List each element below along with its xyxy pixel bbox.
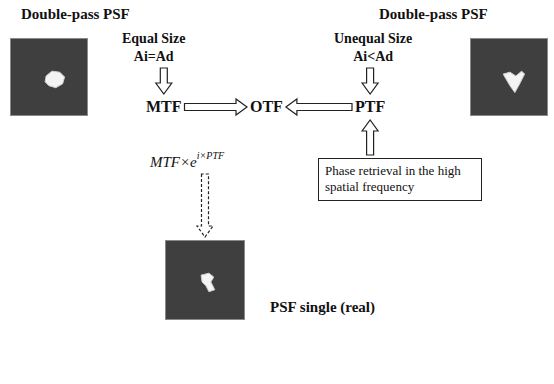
function-label: OTF (250, 97, 283, 117)
psf-spot (166, 241, 244, 319)
box-text: Phase retrieval in the high spatial freq… (325, 163, 475, 196)
block-arrow (185, 99, 248, 115)
psf-image: Double-pass PSF (10, 38, 88, 116)
function-label: PTF (355, 97, 385, 117)
heading: Double-pass PSF (379, 6, 488, 23)
condition-label: Equal SizeAi=Ad (122, 30, 185, 65)
block-arrow (362, 68, 378, 94)
heading: PSF single (real) (270, 299, 375, 316)
psf-image: Double-pass PSF (470, 38, 548, 116)
block-arrow (286, 99, 352, 115)
label-text: Ai<Ad (334, 48, 412, 66)
label-text: MTF (146, 97, 182, 117)
psf-image: PSF single (real) (165, 240, 245, 320)
block-arrow (197, 174, 213, 237)
label-text: Unequal Size (334, 30, 412, 48)
process-box: Phase retrieval in the high spatial freq… (318, 158, 482, 201)
block-arrow (156, 68, 172, 94)
psf-spot (11, 39, 87, 115)
label-text: Ai=Ad (122, 48, 185, 66)
function-label: MTF (146, 97, 182, 117)
label-text: Equal Size (122, 30, 185, 48)
label-text: PTF (355, 97, 385, 117)
exponent: i×PTF (197, 150, 224, 161)
formula: MTF×ei×PTF (150, 150, 224, 171)
label-text: OTF (250, 97, 283, 117)
block-arrow (362, 120, 378, 155)
psf-spot (471, 39, 547, 115)
condition-label: Unequal SizeAi<Ad (334, 30, 412, 65)
heading: Double-pass PSF (21, 6, 130, 23)
formula-text: MTF×e (150, 154, 197, 170)
